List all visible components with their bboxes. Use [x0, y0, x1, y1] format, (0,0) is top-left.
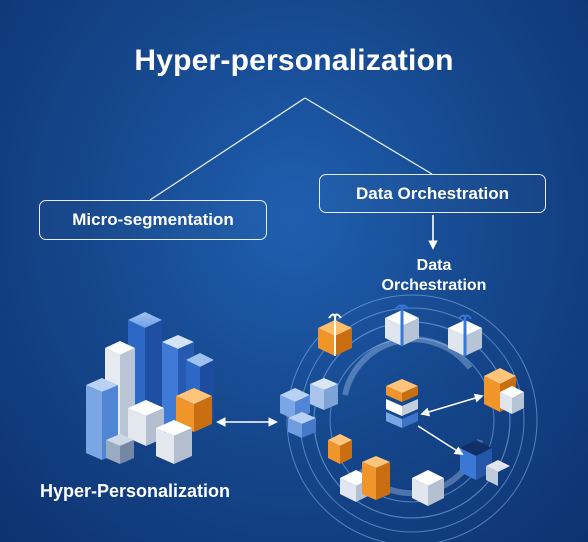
connector-line-right — [304, 97, 433, 175]
connector-line-left — [149, 97, 306, 201]
micro-segmentation-label: Micro-segmentation — [72, 210, 234, 229]
arrow-icon — [417, 393, 484, 455]
gift-icon — [385, 304, 419, 346]
data-orchestration-caption-line1: Data — [416, 257, 452, 274]
gift-icon — [318, 313, 352, 356]
orbit-cubes — [280, 304, 524, 506]
data-orchestration-box-label: Data Orchestration — [355, 183, 510, 203]
data-orchestration-caption-line2: Orchestration — [381, 277, 487, 294]
page-title: Hyper-personalization — [134, 44, 454, 77]
data-orchestration-box: Data Orchestration — [319, 174, 546, 213]
data-orchestration-caption: Data Orchestration — [330, 256, 538, 296]
hyper-personalization-label: Hyper-Personalization — [40, 481, 231, 501]
cube-stack-icon — [86, 312, 214, 464]
gift-icon — [448, 314, 482, 356]
micro-segmentation-box: Micro-segmentation — [39, 200, 267, 240]
